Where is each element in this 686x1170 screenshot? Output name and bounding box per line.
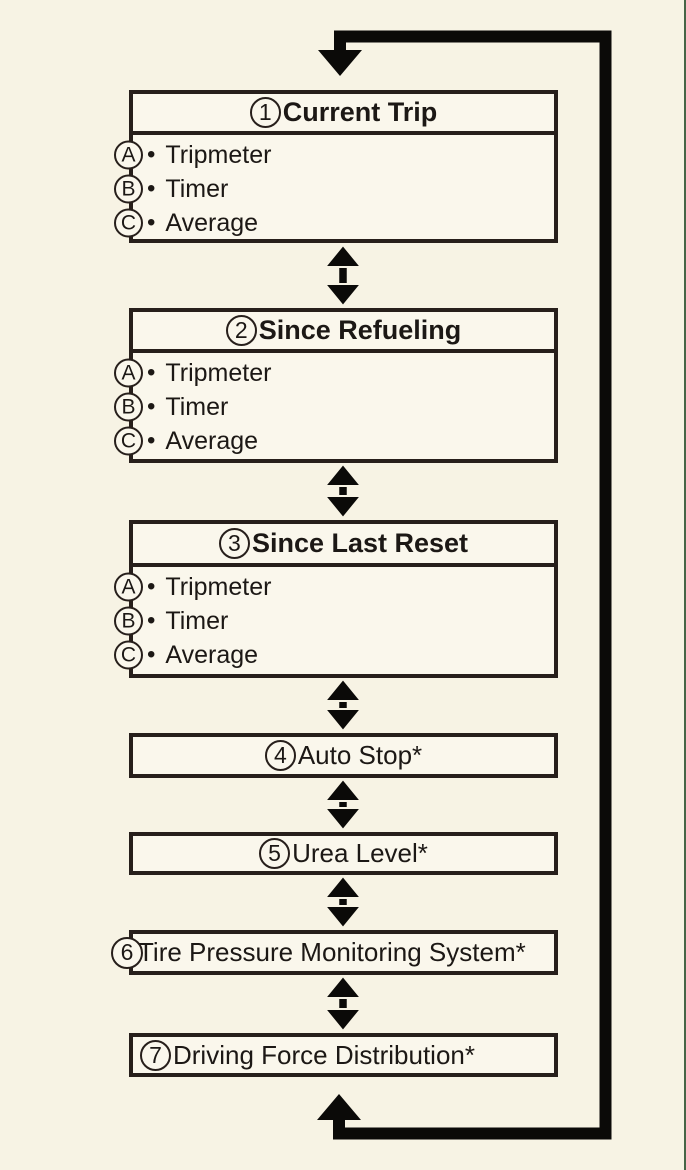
item-label: Tripmeter xyxy=(165,358,272,387)
bullet-icon: • xyxy=(147,359,156,386)
menu-item-row: B • Timer xyxy=(114,390,554,424)
up-down-arrow-icon xyxy=(322,678,364,732)
number-badge: 4 xyxy=(264,740,296,771)
item-label: Timer xyxy=(165,392,229,421)
up-down-arrow-icon xyxy=(322,875,364,929)
bullet-icon: • xyxy=(147,607,156,634)
menu-box-header: 1 Current Trip xyxy=(133,94,554,135)
menu-item-row: A • Tripmeter xyxy=(114,356,554,390)
number-badge: 2 xyxy=(225,315,257,346)
bullet-icon: • xyxy=(147,175,156,202)
menu-item-row: B • Timer xyxy=(114,172,554,206)
letter-badge: C xyxy=(114,640,143,670)
menu-item-row: A • Tripmeter xyxy=(114,138,554,172)
up-down-arrow-icon xyxy=(322,463,364,519)
letter-badge: B xyxy=(114,606,143,636)
menu-box-current-trip: 1 Current Trip A • Tripmeter B • Timer C… xyxy=(114,90,558,243)
menu-box-since-last-reset: 3 Since Last Reset A • Tripmeter B • Tim… xyxy=(114,520,558,678)
menu-box-title: Since Last Reset xyxy=(251,528,469,558)
menu-item-row: C • Average xyxy=(114,638,554,672)
item-label: Tripmeter xyxy=(165,572,272,601)
menu-box-title: Since Refueling xyxy=(258,315,462,345)
letter-badge: C xyxy=(114,426,143,456)
letter-badge: B xyxy=(114,392,143,422)
letter-badge: A xyxy=(114,140,143,170)
item-label: Average xyxy=(165,640,259,669)
menu-box-title: Auto Stop* xyxy=(297,740,423,770)
bullet-icon: • xyxy=(147,573,156,600)
menu-item-row: C • Average xyxy=(114,206,554,240)
menu-box-auto-stop: 4 Auto Stop* xyxy=(129,733,558,778)
menu-box-urea-level: 5 Urea Level* xyxy=(129,832,558,875)
bullet-icon: • xyxy=(147,427,156,454)
menu-box-driving-force: 7 Driving Force Distribution* xyxy=(129,1033,558,1077)
menu-box-header: 2 Since Refueling xyxy=(133,312,554,353)
number-badge: 1 xyxy=(249,97,281,128)
item-label: Tripmeter xyxy=(165,140,272,169)
menu-box-since-refueling: 2 Since Refueling A • Tripmeter B • Time… xyxy=(114,308,558,463)
menu-item-row: C • Average xyxy=(114,424,554,458)
letter-badge: A xyxy=(114,358,143,388)
number-badge: 6 xyxy=(111,936,143,969)
number-badge: 5 xyxy=(259,838,291,869)
up-down-arrow-icon xyxy=(322,975,364,1032)
bullet-icon: • xyxy=(147,141,156,168)
number-badge: 7 xyxy=(140,1039,171,1071)
up-down-arrow-icon xyxy=(322,778,364,831)
letter-badge: A xyxy=(114,572,143,602)
menu-item-row: A • Tripmeter xyxy=(114,570,554,604)
menu-item-row: B • Timer xyxy=(114,604,554,638)
item-label: Average xyxy=(165,426,259,455)
item-label: Timer xyxy=(165,174,229,203)
menu-box-title: Urea Level* xyxy=(292,838,428,868)
menu-box-header: 3 Since Last Reset xyxy=(133,524,554,567)
page-edge-line xyxy=(684,0,686,1170)
menu-box-title: Tire Pressure Monitoring System* xyxy=(138,937,526,967)
bullet-icon: • xyxy=(147,641,156,668)
arrow-up-head xyxy=(317,1094,361,1120)
arrow-down-head xyxy=(318,50,362,76)
item-label: Timer xyxy=(165,606,229,635)
number-badge: 3 xyxy=(218,528,250,559)
up-down-arrow-icon xyxy=(322,244,364,307)
letter-badge: C xyxy=(114,208,143,238)
menu-box-title: Driving Force Distribution* xyxy=(173,1039,475,1070)
letter-badge: B xyxy=(114,174,143,204)
bullet-icon: • xyxy=(147,393,156,420)
item-label: Average xyxy=(165,208,259,237)
bullet-icon: • xyxy=(147,209,156,236)
menu-box-tpms: 6 Tire Pressure Monitoring System* xyxy=(111,930,558,975)
menu-box-title: Current Trip xyxy=(282,97,438,127)
